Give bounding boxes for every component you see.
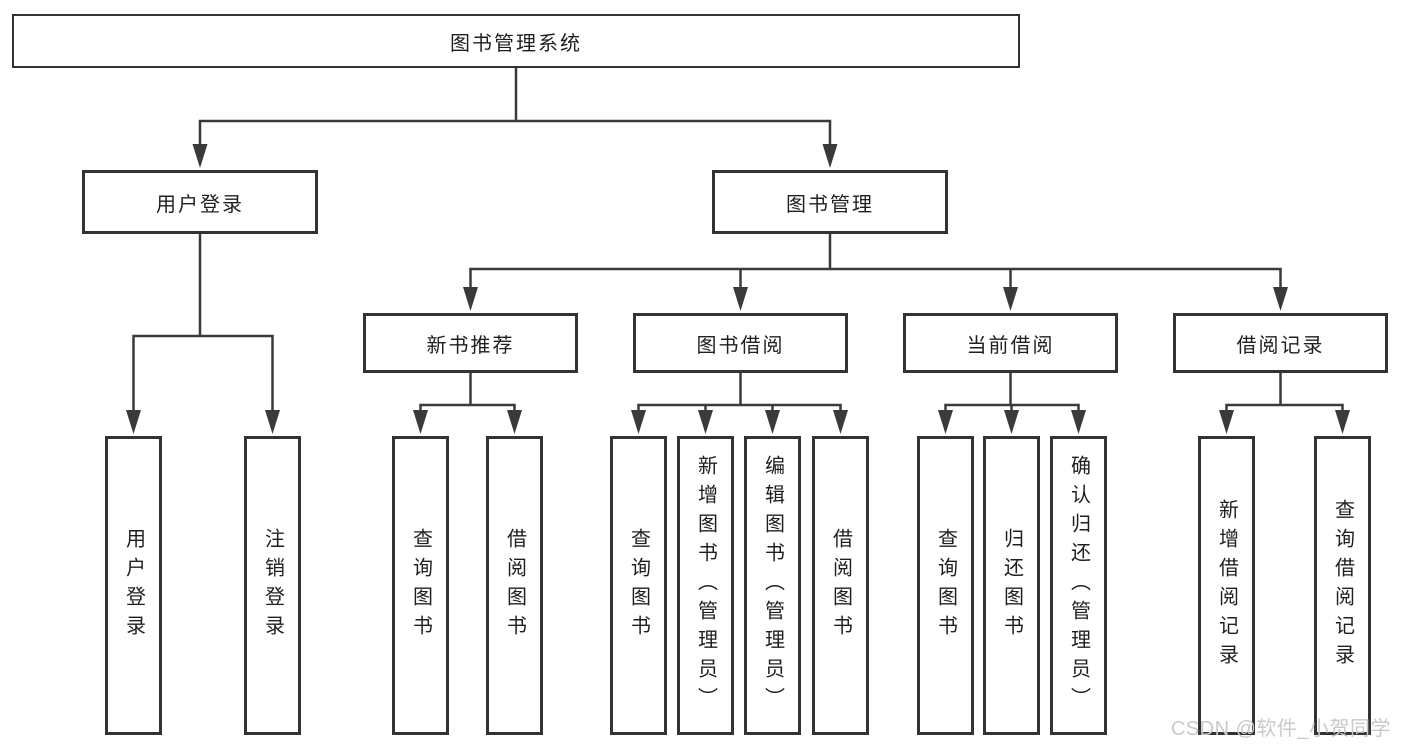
leaf-cb-return-books: 归还图书 [983,436,1040,735]
leaf-br-add-record: 新增借阅记录 [1198,436,1255,735]
leaf-br-add-record-label: 新增借阅记录 [1215,498,1238,673]
leaf-bb-edit-books-admin: 编辑图书（管理员） [744,436,801,735]
node-book-borrowing: 图书借阅 [633,313,848,373]
leaf-cb-confirm-return-admin: 确认归还（管理员） [1050,436,1107,735]
leaf-br-query-record-label: 查询借阅记录 [1331,498,1354,673]
node-book-management-label: 图书管理 [786,193,874,216]
node-new-book-recommend-label: 新书推荐 [426,334,515,357]
leaf-user-login: 用户登录 [105,436,162,735]
leaf-bb-query-books-label: 查询图书 [627,527,650,644]
node-book-management: 图书管理 [712,170,948,234]
node-current-borrowing-label: 当前借阅 [966,334,1055,357]
node-user-login-label: 用户登录 [156,193,244,216]
leaf-bb-add-books-admin-label: 新增图书（管理员） [694,455,717,716]
leaf-bb-borrow-books: 借阅图书 [812,436,869,735]
leaf-cb-return-books-label: 归还图书 [1000,527,1023,644]
node-borrow-records: 借阅记录 [1173,313,1388,373]
node-book-borrowing-label: 图书借阅 [696,334,785,357]
leaf-bb-edit-books-admin-label: 编辑图书（管理员） [761,455,784,716]
node-new-book-recommend: 新书推荐 [363,313,578,373]
csdn-watermark: CSDN @软件_小贺同学 [1170,718,1391,740]
leaf-nbr-borrow-books-label: 借阅图书 [503,527,526,644]
leaf-nbr-query-books-label: 查询图书 [409,527,432,644]
leaf-logout-label: 注销登录 [261,527,284,644]
leaf-br-query-record: 查询借阅记录 [1314,436,1371,735]
node-borrow-records-label: 借阅记录 [1236,334,1325,357]
leaf-nbr-borrow-books: 借阅图书 [486,436,543,735]
leaf-logout: 注销登录 [244,436,301,735]
leaf-user-login-label: 用户登录 [122,527,145,644]
leaf-cb-confirm-return-admin-label: 确认归还（管理员） [1067,455,1090,716]
leaf-nbr-query-books: 查询图书 [392,436,449,735]
leaf-cb-query-books: 查询图书 [917,436,974,735]
leaf-cb-query-books-label: 查询图书 [934,527,957,644]
leaf-bb-borrow-books-label: 借阅图书 [829,527,852,644]
leaf-bb-add-books-admin: 新增图书（管理员） [677,436,734,735]
node-library-management-system-label: 图书管理系统 [450,32,582,55]
node-current-borrowing: 当前借阅 [903,313,1118,373]
node-library-management-system: 图书管理系统 [12,14,1020,68]
leaf-bb-query-books: 查询图书 [610,436,667,735]
node-user-login: 用户登录 [82,170,318,234]
